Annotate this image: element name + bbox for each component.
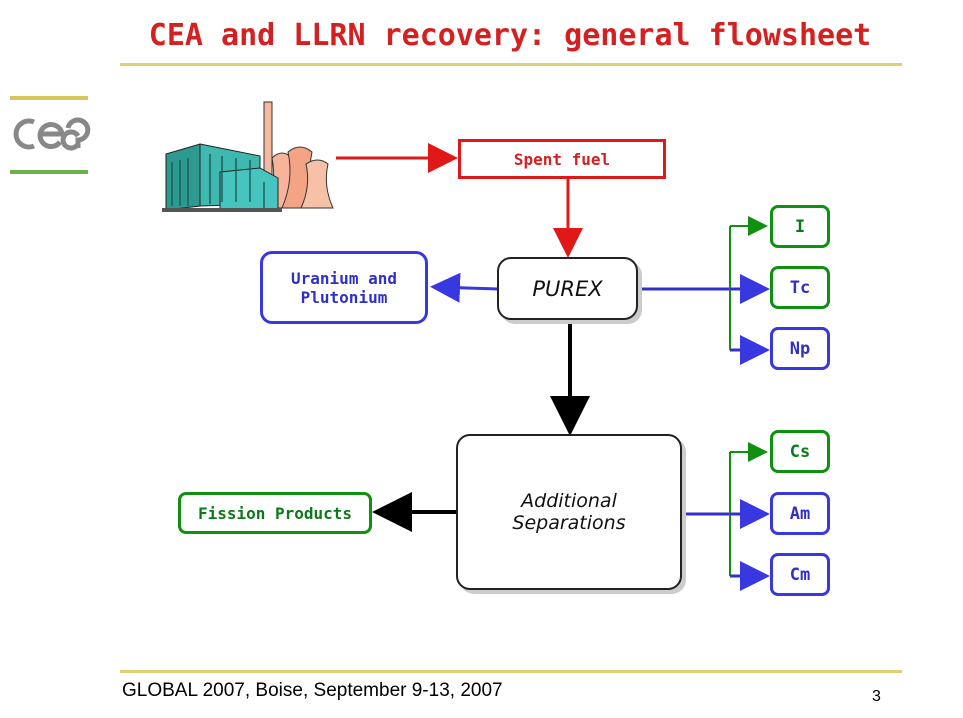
spent-fuel-box: Spent fuel (458, 139, 666, 179)
fission-products-label: Fission Products (198, 504, 352, 523)
purex-box: PUREX (497, 257, 638, 320)
curium-box: Cm (770, 553, 830, 596)
additional-separations-label: Additional Separations (478, 490, 660, 534)
fission-products-box: Fission Products (178, 492, 372, 534)
page-number: 3 (872, 688, 881, 706)
cesium-label: Cs (790, 442, 810, 462)
americium-box: Am (770, 492, 830, 535)
technetium-box: Tc (770, 266, 830, 309)
americium-label: Am (790, 504, 810, 524)
neptunium-label: Np (790, 339, 810, 359)
additional-separations-box: Additional Separations (456, 434, 682, 590)
footer-text: GLOBAL 2007, Boise, September 9-13, 2007 (122, 680, 503, 702)
uranium-plutonium-label: Uranium and Plutonium (273, 269, 415, 307)
neptunium-box: Np (770, 327, 830, 370)
curium-label: Cm (790, 565, 810, 585)
iodine-label: I (795, 217, 805, 237)
spent-fuel-label: Spent fuel (514, 150, 610, 169)
arrow-purex-to-uranium-plutonium (436, 287, 498, 289)
technetium-label: Tc (790, 278, 810, 298)
iodine-box: I (770, 205, 830, 248)
uranium-plutonium-box: Uranium and Plutonium (260, 251, 428, 324)
purex-label: PUREX (532, 277, 602, 301)
cesium-box: Cs (770, 430, 830, 473)
